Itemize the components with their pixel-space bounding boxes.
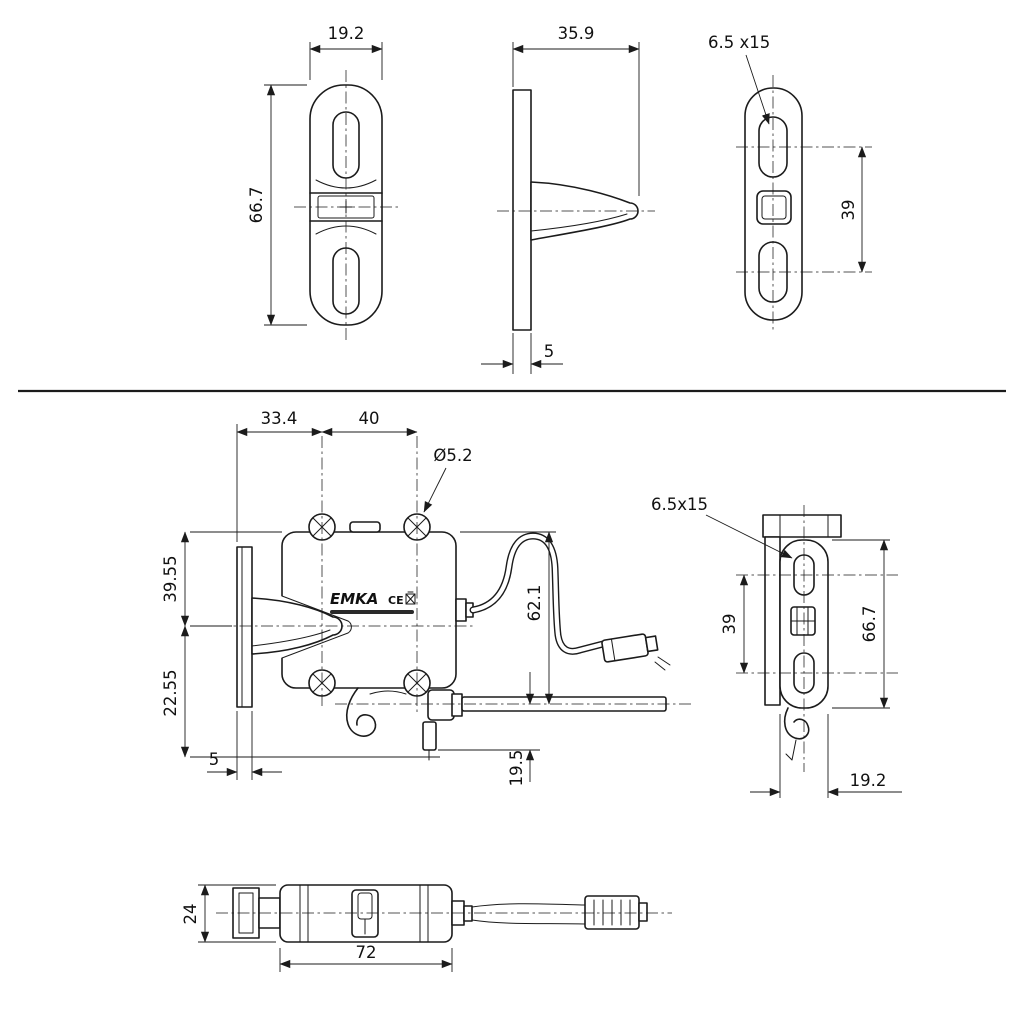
leader-slot-callout bbox=[705, 514, 793, 559]
cable-stub bbox=[455, 598, 467, 622]
extension-lines bbox=[190, 424, 556, 780]
cable-bottom-line bbox=[471, 919, 586, 925]
top-side-view: 35.9 5 bbox=[481, 24, 655, 374]
body-edge bbox=[764, 536, 781, 706]
weee-bin-icon bbox=[405, 591, 416, 605]
hook-link bbox=[369, 690, 407, 695]
dim-plate-height: 66.7 bbox=[860, 606, 879, 643]
top-right-view: 6.5 x15 39 bbox=[708, 33, 872, 333]
cable-top-line bbox=[471, 903, 586, 908]
extension-lines bbox=[779, 539, 902, 798]
callout-slot-size: 6.5 x15 bbox=[708, 33, 770, 52]
ce-mark: CE bbox=[388, 594, 404, 607]
leader-hole-dia bbox=[423, 467, 447, 513]
centerlines bbox=[218, 436, 692, 712]
body-bottom-lines bbox=[299, 884, 429, 943]
dim-total-height: 62.1 bbox=[525, 585, 544, 622]
top-flange bbox=[762, 514, 842, 538]
tongue bbox=[251, 597, 343, 655]
dim-lower-height: 22.55 bbox=[161, 669, 180, 716]
latch-pocket-inner bbox=[761, 195, 787, 220]
dim-top-side-width: 35.9 bbox=[558, 24, 595, 43]
dim-hole-spacing: 39 bbox=[720, 614, 739, 635]
flange-inner-lines bbox=[779, 514, 829, 538]
main-assembly-view: EMKA CE bbox=[161, 409, 692, 786]
dim-body-height: 24 bbox=[181, 904, 200, 925]
right-side-view: 6.5x15 39 66.7 19.2 bbox=[651, 495, 902, 798]
striker-plate-side bbox=[236, 546, 253, 708]
release-hook bbox=[783, 707, 810, 740]
mouth-tip bbox=[347, 620, 352, 634]
tongue-inner-line bbox=[251, 629, 331, 647]
dim-top-side-thickness: 5 bbox=[544, 342, 555, 361]
small-print-line bbox=[330, 610, 414, 614]
dim-hole-spacing: 39 bbox=[839, 200, 858, 221]
brand-label: EMKA bbox=[330, 590, 378, 608]
dim-pitch: 40 bbox=[359, 409, 380, 428]
dim-plate-width: 19.2 bbox=[850, 771, 887, 790]
extension-lines bbox=[512, 42, 640, 374]
dim-plate-thickness: 5 bbox=[209, 750, 220, 769]
callout-hole-dia: Ø5.2 bbox=[433, 446, 472, 465]
cable-grommet bbox=[463, 905, 473, 922]
release-hook bbox=[345, 687, 377, 737]
actuator-housing bbox=[427, 689, 455, 721]
dim-top-front-width: 19.2 bbox=[328, 24, 365, 43]
leader-slot-callout bbox=[745, 54, 770, 125]
plate-profile bbox=[512, 89, 532, 331]
latch-pocket bbox=[756, 190, 792, 225]
dim-offset: 33.4 bbox=[261, 409, 298, 428]
actuator-pin bbox=[422, 721, 437, 751]
top-front-view: 19.2 66.7 bbox=[247, 24, 398, 340]
callout-slot-size: 6.5x15 bbox=[651, 495, 708, 514]
bottom-view: 24 72 bbox=[181, 884, 672, 972]
tongue-inner-line bbox=[530, 213, 628, 232]
pocket-inner-lines bbox=[790, 606, 816, 636]
connector-tip bbox=[638, 902, 648, 922]
dim-body-width: 72 bbox=[356, 943, 377, 962]
connector-pins bbox=[654, 656, 671, 671]
connector-pins bbox=[593, 899, 631, 926]
actuator-collar bbox=[451, 693, 463, 717]
hook-wire bbox=[785, 739, 797, 761]
extension-lines bbox=[264, 42, 383, 326]
body-top-tab bbox=[349, 521, 381, 533]
centerlines bbox=[736, 505, 898, 772]
extension-lines bbox=[198, 884, 453, 972]
dim-top-front-height: 66.7 bbox=[247, 187, 266, 224]
centerlines bbox=[294, 70, 398, 340]
cable-connector bbox=[601, 633, 659, 663]
dim-cylinder-offset: 19.5 bbox=[507, 750, 526, 787]
dim-upper-height: 39.55 bbox=[161, 555, 180, 602]
centerlines bbox=[736, 75, 872, 333]
